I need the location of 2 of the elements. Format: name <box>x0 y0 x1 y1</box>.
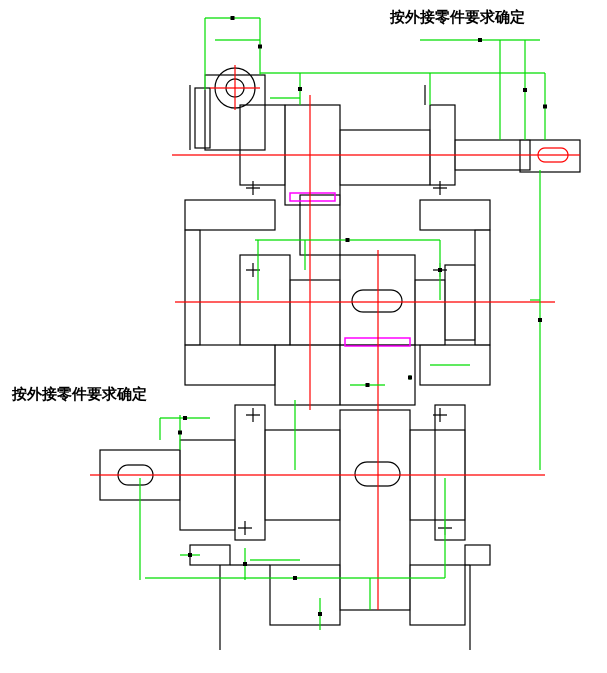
note-text: 按外接零件要求确定 <box>390 8 525 26</box>
note-text: 按外接零件要求确定 <box>12 385 147 403</box>
